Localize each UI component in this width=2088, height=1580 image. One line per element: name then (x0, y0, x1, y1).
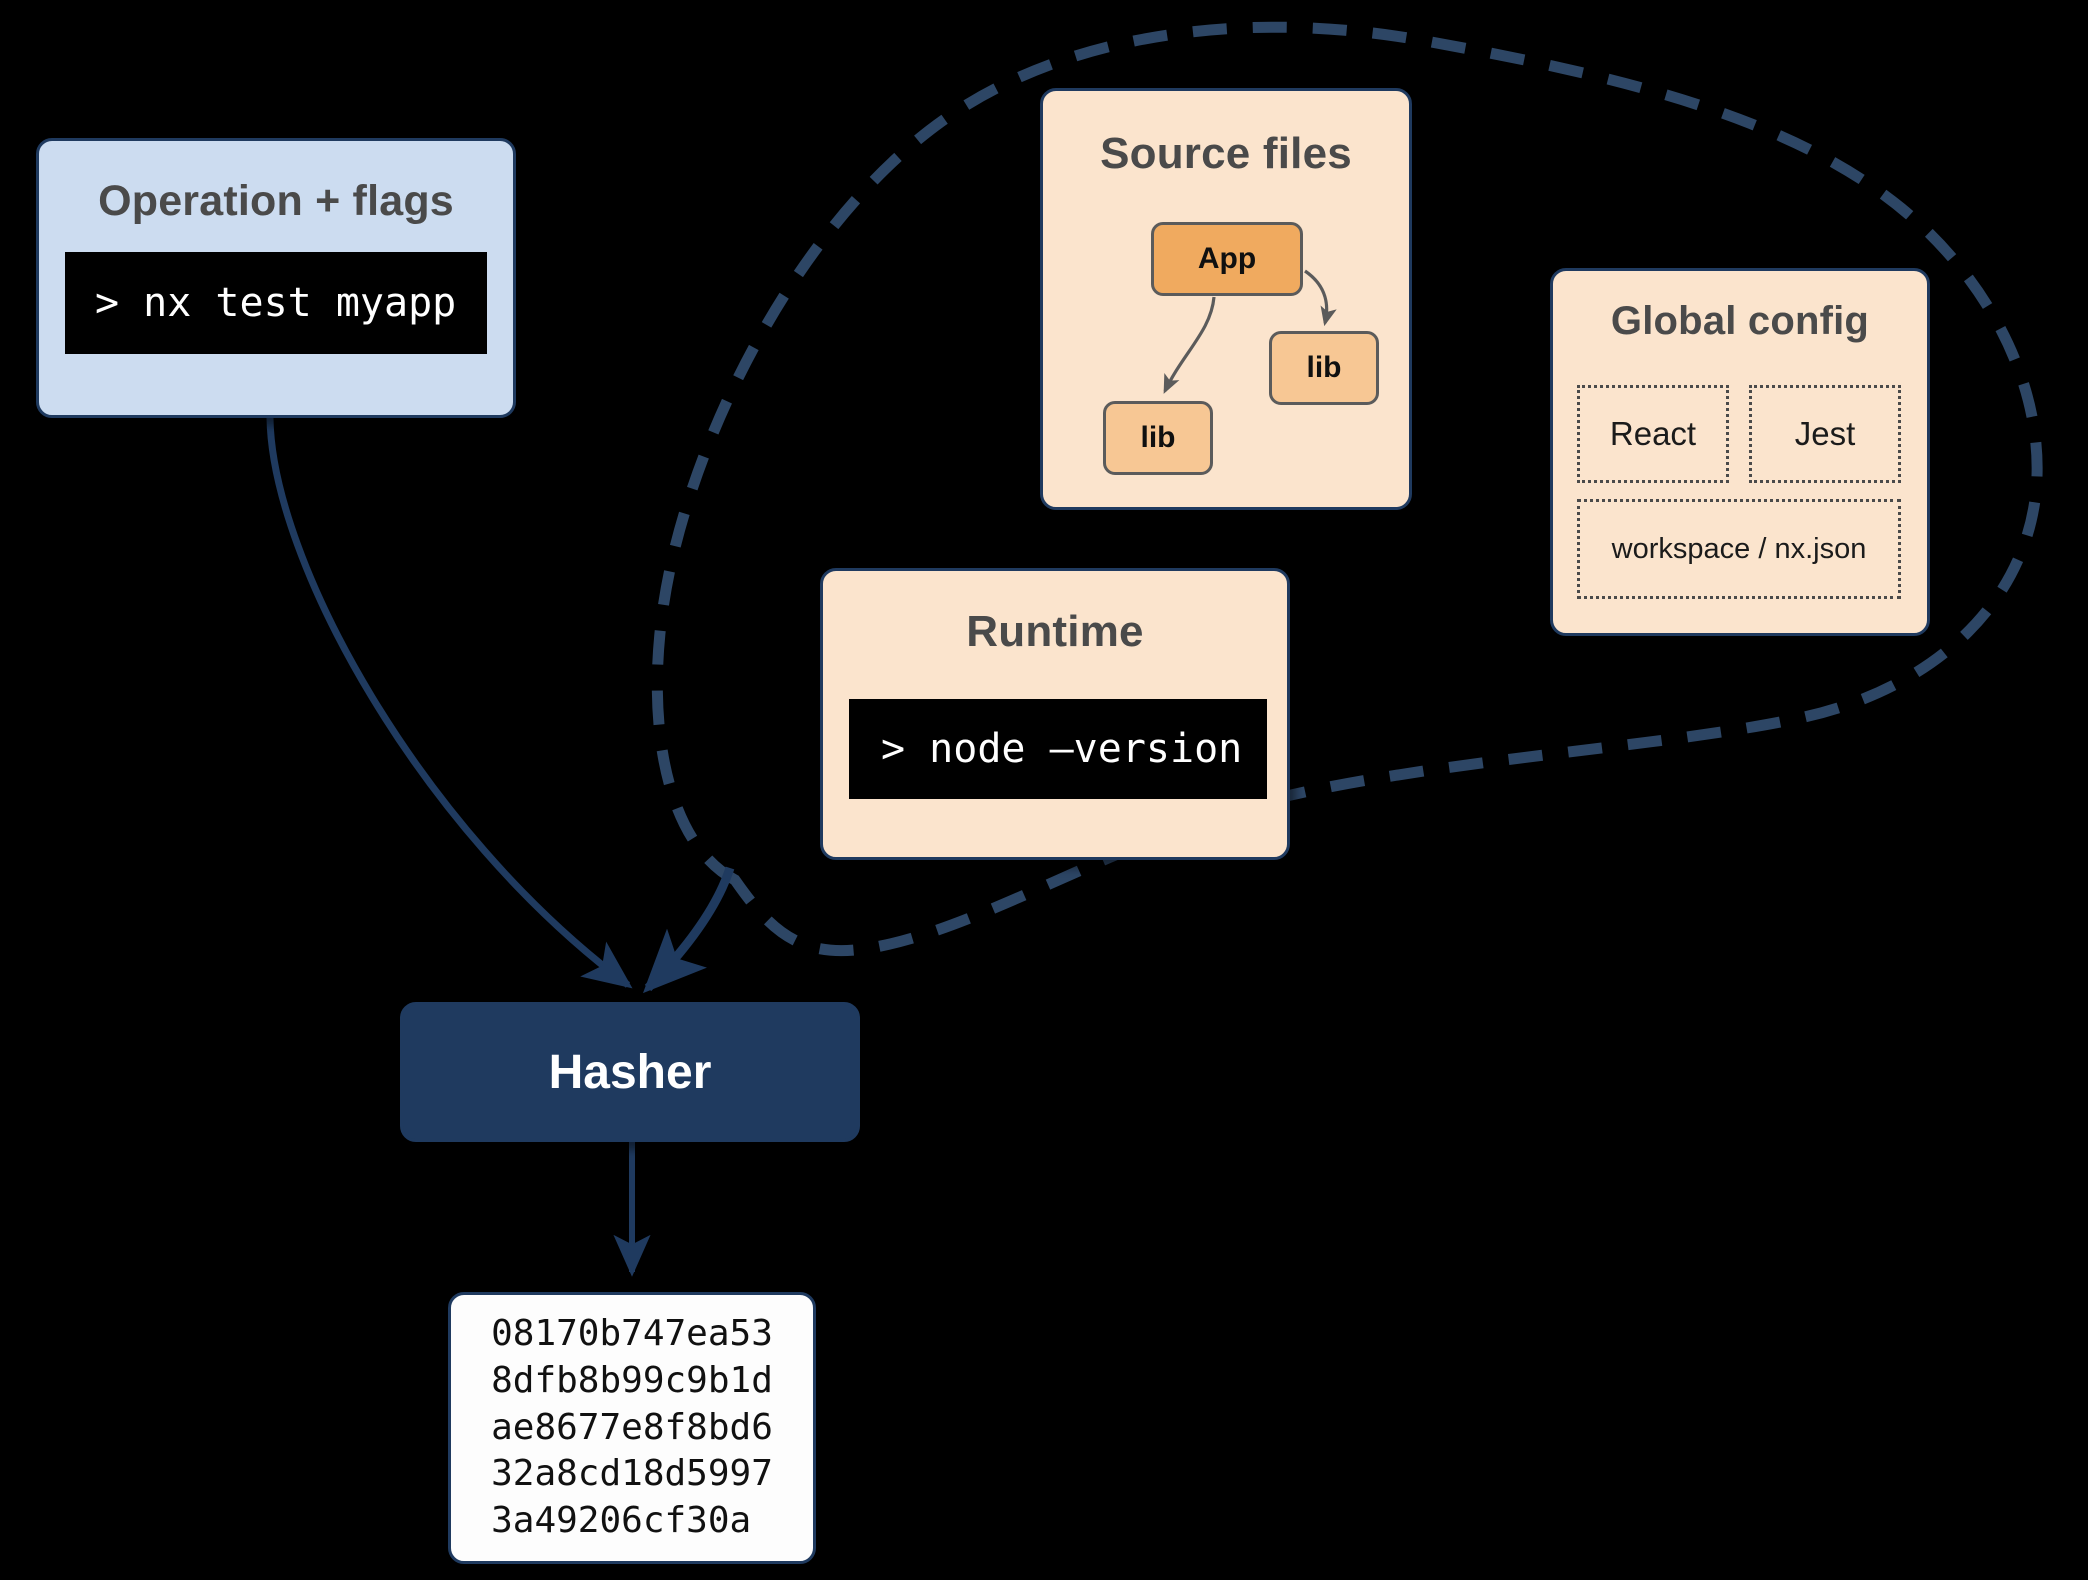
src-edge-app-to-lib-right (1304, 269, 1337, 327)
operation-terminal: > nx test myapp (65, 252, 487, 354)
hasher-card: Hasher (400, 1002, 860, 1142)
operation-flags-title: Operation + flags (98, 177, 454, 225)
hash-output-card: 08170b747ea53 8dfb8b99c9b1d ae8677e8f8bd… (448, 1292, 816, 1564)
source-files-graph: App lib lib (1043, 91, 1409, 507)
source-node-app[interactable]: App (1151, 222, 1303, 296)
edge-inputs-to-hasher (642, 866, 735, 994)
source-files-title: Source files (1100, 129, 1352, 178)
runtime-title: Runtime (966, 607, 1144, 656)
config-item-react: React (1577, 385, 1729, 483)
config-item-jest: Jest (1749, 385, 1901, 483)
runtime-card: Runtime > node –version (820, 568, 1290, 860)
hasher-label: Hasher (548, 1045, 712, 1099)
global-config-title: Global config (1610, 299, 1870, 343)
source-files-edge-layer (1163, 269, 1337, 394)
source-node-lib-right[interactable]: lib (1269, 331, 1379, 405)
runtime-terminal: > node –version (849, 699, 1267, 799)
hash-output-text: 08170b747ea53 8dfb8b99c9b1d ae8677e8f8bd… (491, 1313, 773, 1542)
operation-flags-card: Operation + flags > nx test myapp (36, 138, 516, 418)
edge-operation-to-hasher (266, 417, 633, 989)
config-item-workspace-nxjson: workspace / nx.json (1577, 499, 1901, 599)
global-config-card: Global config React Jest workspace / nx.… (1550, 268, 1930, 636)
source-files-card: Source files App lib lib (1040, 88, 1412, 510)
src-edge-app-to-lib-left (1163, 296, 1216, 394)
source-node-lib-left[interactable]: lib (1103, 401, 1213, 475)
